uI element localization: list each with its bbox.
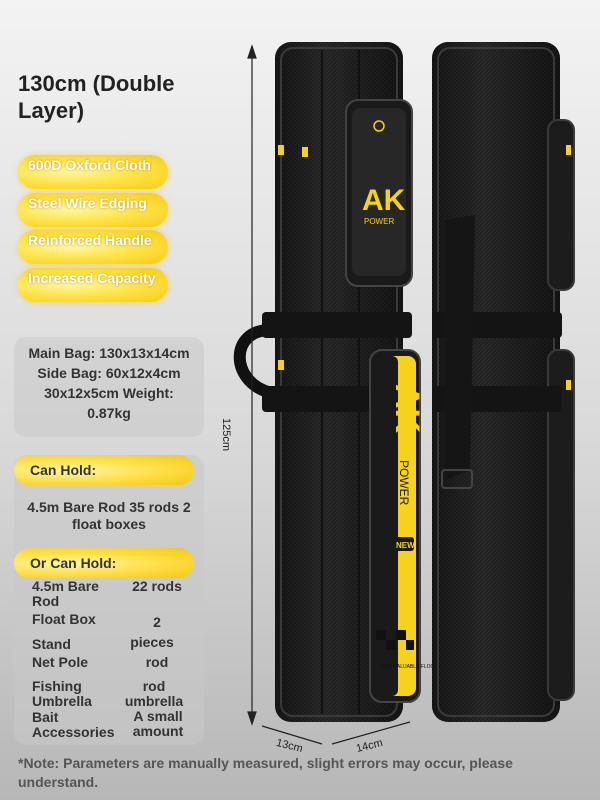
or-can-hold-label: Or Can Hold: bbox=[14, 548, 194, 578]
hold-item: Net Pole bbox=[32, 654, 89, 670]
feature-pill-handle: Reinforced Handle bbox=[18, 230, 168, 264]
feature-pill-edging: Steel Wire Edging bbox=[18, 193, 168, 227]
hold-item: Stand bbox=[32, 636, 71, 652]
hold-item: Fishing Umbrella bbox=[32, 678, 92, 709]
page-title: 130cm (Double Layer) bbox=[18, 71, 175, 123]
hold-item: 4.5m Bare Rod bbox=[32, 578, 99, 609]
bag-back-view bbox=[432, 42, 575, 722]
dimension-lines bbox=[247, 44, 411, 745]
height-dimension: 125cm bbox=[220, 418, 232, 452]
main-bag-logo: AK bbox=[388, 384, 426, 434]
disclaimer-note: *Note: Parameters are manually measured,… bbox=[18, 755, 513, 790]
strap-buckle-icon bbox=[441, 469, 473, 489]
new-badge: NEW bbox=[396, 541, 415, 550]
side-bag-power-text: POWER bbox=[364, 217, 394, 226]
brand-logo-icon bbox=[373, 120, 385, 132]
hold-qty: rod bbox=[145, 654, 169, 670]
feature-pill-capacity: Increased Capacity bbox=[18, 268, 168, 302]
hold-qty: 22 rods bbox=[132, 578, 182, 594]
main-bag-spec-card: Main Bag: 130x13x14cm Side Bag: 60x12x4c… bbox=[14, 337, 204, 437]
small-print: M007 VALUABLE FLOOR bbox=[380, 664, 438, 670]
can-hold-label: Can Hold: bbox=[14, 455, 194, 485]
hold-qty: rod umbrella bbox=[124, 678, 184, 709]
hold-item: Bait Accessories bbox=[32, 709, 115, 740]
can-hold-text: 4.5m Bare Rod 35 rods 2 float boxes bbox=[27, 499, 191, 532]
side-bag-logo: AK bbox=[362, 184, 406, 217]
can-hold-card bbox=[14, 455, 204, 745]
hold-qty: 2 bbox=[153, 614, 161, 630]
main-bag-power-text: POWER bbox=[397, 460, 411, 506]
hold-qty: A small amount bbox=[132, 708, 184, 739]
feature-pill-oxford: 600D Oxford Cloth bbox=[18, 155, 168, 189]
hold-item: Float Box bbox=[32, 611, 96, 627]
bag-front-view: AK POWER AK POWER NEW M007 VALUABLE FLOO… bbox=[233, 42, 438, 722]
hold-qty: pieces bbox=[130, 634, 174, 650]
